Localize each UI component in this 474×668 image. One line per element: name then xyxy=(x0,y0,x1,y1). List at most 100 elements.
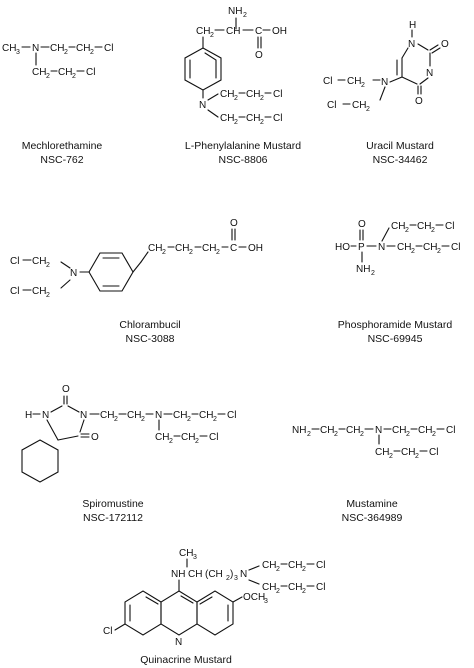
svg-text:CH: CH xyxy=(226,26,240,37)
svg-text:2: 2 xyxy=(302,566,306,573)
svg-text:2: 2 xyxy=(46,292,50,299)
svg-text:2: 2 xyxy=(276,566,280,573)
svg-text:CH: CH xyxy=(196,26,210,37)
caption-code-spiromustine: NSC-172112 xyxy=(83,512,143,524)
svg-text:Cl: Cl xyxy=(327,100,336,111)
svg-text:CH: CH xyxy=(155,432,169,443)
svg-text:N: N xyxy=(199,100,206,111)
svg-text:CH: CH xyxy=(220,113,234,124)
svg-text:2: 2 xyxy=(437,248,441,255)
svg-text:2: 2 xyxy=(216,249,220,256)
caption-code-mustamine: NSC-364989 xyxy=(342,512,403,524)
svg-text:(CH: (CH xyxy=(205,569,223,580)
chlorambucil-structure: Cl CH 2 N Cl CH 2 CH 2 CH 2 CH 2 C OH O xyxy=(10,218,263,299)
atom-ch3: CH xyxy=(2,43,16,54)
svg-text:CH: CH xyxy=(32,256,46,267)
svg-text:N: N xyxy=(408,39,415,50)
svg-text:CH: CH xyxy=(181,432,195,443)
svg-text:CH: CH xyxy=(375,447,389,458)
svg-text:H: H xyxy=(409,20,416,31)
caption-name-uracil-mustard: Uracil Mustard xyxy=(366,140,434,152)
atom-n: N xyxy=(32,43,39,54)
svg-text:CH: CH xyxy=(262,582,276,593)
svg-text:Cl: Cl xyxy=(273,113,282,124)
svg-text:2: 2 xyxy=(276,588,280,595)
phosphoramide-mustard-structure: O HO P N NH 2 CH 2 CH 2 Cl CH 2 CH 2 Cl xyxy=(335,219,460,277)
svg-text:2: 2 xyxy=(415,453,419,460)
svg-text:Cl: Cl xyxy=(323,76,332,87)
svg-text:CH: CH xyxy=(188,569,202,580)
svg-text:CH: CH xyxy=(423,242,437,253)
caption-code-phenylalanine-mustard: NSC-8806 xyxy=(218,154,267,166)
svg-text:N: N xyxy=(175,637,182,648)
svg-text:2: 2 xyxy=(162,249,166,256)
svg-text:2: 2 xyxy=(334,431,338,438)
svg-text:C: C xyxy=(255,26,262,37)
caption-code-mechlorethamine: NSC-762 xyxy=(40,154,83,166)
svg-text:NH: NH xyxy=(228,6,242,17)
svg-text:3: 3 xyxy=(16,49,20,56)
svg-text:3: 3 xyxy=(193,554,197,561)
svg-text:Cl: Cl xyxy=(446,425,455,436)
svg-text:2: 2 xyxy=(307,431,311,438)
svg-text:Cl: Cl xyxy=(86,67,95,78)
svg-text:Cl: Cl xyxy=(445,221,454,232)
svg-text:3: 3 xyxy=(234,575,238,582)
svg-text:2: 2 xyxy=(302,588,306,595)
caption-code-phosphoramide-mustard: NSC-69945 xyxy=(368,333,423,345)
svg-text:2: 2 xyxy=(432,431,436,438)
svg-text:CH: CH xyxy=(148,243,162,254)
svg-text:2: 2 xyxy=(210,32,214,39)
svg-text:2: 2 xyxy=(234,95,238,102)
svg-text:CH: CH xyxy=(288,560,302,571)
svg-text:CH: CH xyxy=(100,410,114,421)
atom-cl: Cl xyxy=(104,43,113,54)
svg-text:Cl: Cl xyxy=(10,256,19,267)
svg-text:N: N xyxy=(375,425,382,436)
svg-text:2: 2 xyxy=(114,416,118,423)
svg-text:O: O xyxy=(415,96,423,107)
svg-text:OH: OH xyxy=(248,243,263,254)
phenylalanine-mustard-structure: NH 2 CH 2 CH C OH O N CH 2 CH 2 Cl CH 2 … xyxy=(184,6,287,126)
svg-text:Cl: Cl xyxy=(273,89,282,100)
caption-code-uracil-mustard: NSC-34462 xyxy=(373,154,428,166)
svg-text:2: 2 xyxy=(431,227,435,234)
svg-text:2: 2 xyxy=(405,227,409,234)
quinacrine-mustard-structure: CH 3 NH CH (CH 2 ) 3 N CH 2 CH 2 Cl CH 2… xyxy=(103,548,325,648)
svg-text:N: N xyxy=(381,77,388,88)
svg-text:Cl: Cl xyxy=(10,286,19,297)
svg-text:C: C xyxy=(230,243,237,254)
svg-text:2: 2 xyxy=(90,49,94,56)
svg-text:CH: CH xyxy=(417,221,431,232)
svg-text:2: 2 xyxy=(46,73,50,80)
svg-text:N: N xyxy=(155,410,162,421)
svg-text:CH: CH xyxy=(401,447,415,458)
svg-text:Cl: Cl xyxy=(316,560,325,571)
svg-text:2: 2 xyxy=(366,106,370,113)
caption-name-phosphoramide-mustard: Phosphoramide Mustard xyxy=(338,319,453,331)
svg-text:2: 2 xyxy=(389,453,393,460)
svg-text:Cl: Cl xyxy=(103,626,112,637)
caption-name-quinacrine-mustard: Quinacrine Mustard xyxy=(140,654,232,666)
svg-text:CH: CH xyxy=(352,100,366,111)
svg-text:N: N xyxy=(80,410,87,421)
caption-name-phenylalanine-mustard: L-Phenylalanine Mustard xyxy=(185,140,301,152)
svg-text:2: 2 xyxy=(360,431,364,438)
svg-text:O: O xyxy=(62,384,70,395)
svg-text:O: O xyxy=(91,432,99,443)
caption-name-chlorambucil: Chlorambucil xyxy=(119,319,180,331)
svg-text:CH: CH xyxy=(175,243,189,254)
caption-name-mechlorethamine: Mechlorethamine xyxy=(22,140,103,152)
svg-text:OH: OH xyxy=(272,26,287,37)
svg-text:Cl: Cl xyxy=(227,410,236,421)
svg-text:CH: CH xyxy=(246,89,260,100)
svg-text:O: O xyxy=(358,219,366,230)
mechlorethamine-structure: CH 3 N CH 2 CH 2 Cl CH 2 CH 2 Cl xyxy=(2,43,113,80)
svg-text:CH: CH xyxy=(173,410,187,421)
svg-text:N: N xyxy=(240,569,247,580)
svg-text:CH: CH xyxy=(391,221,405,232)
svg-text:Cl: Cl xyxy=(316,582,325,593)
svg-text:CH: CH xyxy=(220,89,234,100)
svg-text:2: 2 xyxy=(406,431,410,438)
